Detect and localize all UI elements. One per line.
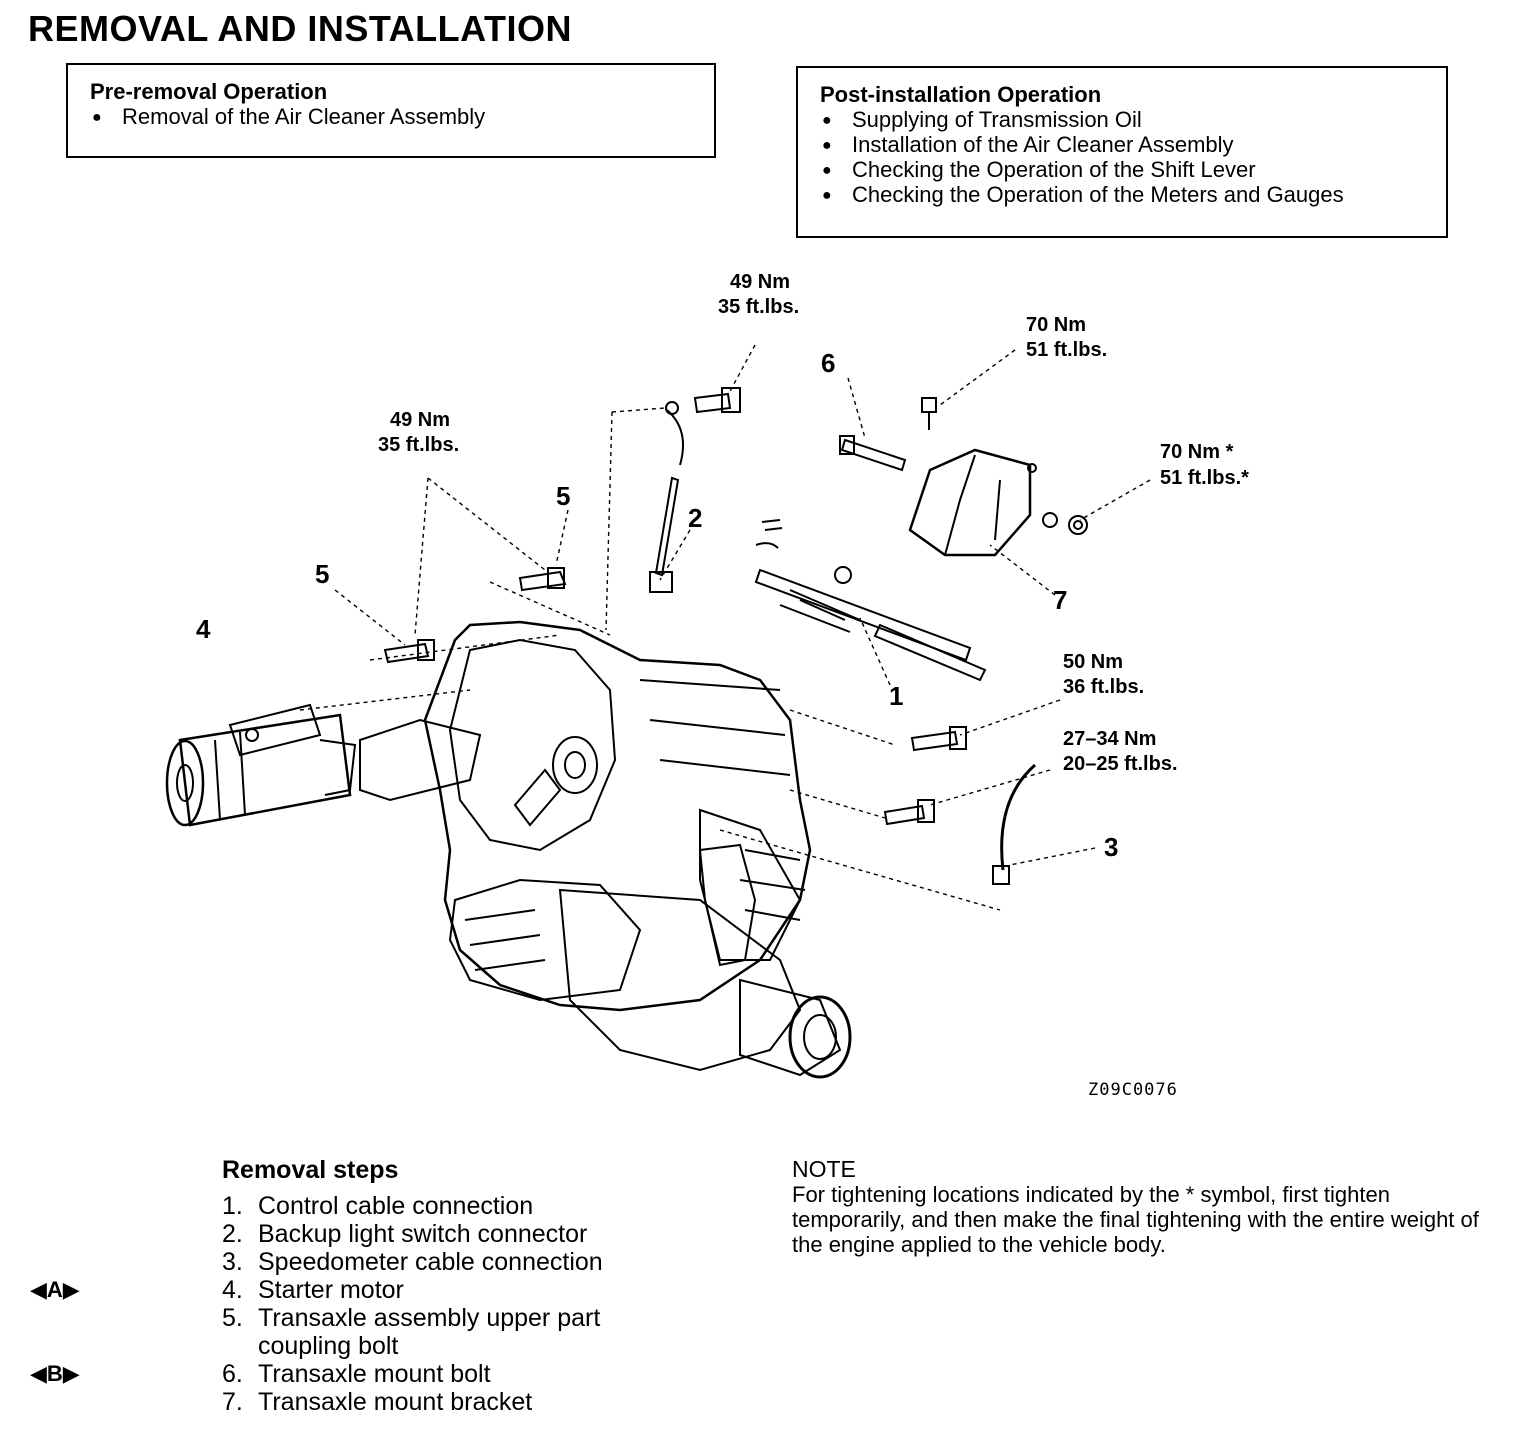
post-installation-item: Installation of the Air Cleaner Assembly <box>820 132 1424 158</box>
removal-steps: Removal steps 1. Control cable connection… <box>222 1154 668 1416</box>
step-text: Transaxle assembly upper part coupling b… <box>258 1304 601 1360</box>
step-item: 3. Speedometer cable connection <box>222 1248 668 1276</box>
torque-nm: 49 Nm <box>730 271 790 293</box>
step-number: 1. <box>222 1192 243 1220</box>
post-installation-box: Post-installation Operation Supplying of… <box>796 66 1448 238</box>
step-item: 4. Starter motor <box>222 1276 668 1304</box>
callout-5a: 5 <box>556 481 570 511</box>
callout-2: 2 <box>688 503 702 533</box>
step-item: 6. Transaxle mount bolt <box>222 1360 668 1388</box>
post-installation-item: Supplying of Transmission Oil <box>820 107 1424 133</box>
transaxle-diagram: 1 2 3 4 5 5 6 7 49 Nm 35 ft.lbs. 49 Nm 3… <box>165 271 1249 1079</box>
post-installation-title: Post-installation Operation <box>820 82 1102 107</box>
note-block: NOTE For tightening locations indicated … <box>792 1156 1492 1258</box>
torque-nm: 27–34 Nm <box>1063 728 1156 750</box>
torque-ft: 51 ft.lbs.* <box>1160 467 1249 489</box>
pre-removal-item: Removal of the Air Cleaner Assembly <box>90 104 692 130</box>
step-text: Transaxle mount bolt <box>258 1360 491 1388</box>
step-text: Starter motor <box>258 1276 404 1304</box>
removal-steps-title: Removal steps <box>222 1156 399 1184</box>
page-title: REMOVAL AND INSTALLATION <box>28 8 572 49</box>
pre-removal-box: Pre-removal Operation Removal of the Air… <box>66 63 716 158</box>
post-installation-item: Checking the Operation of the Meters and… <box>820 182 1424 208</box>
torque-ft: 36 ft.lbs. <box>1063 676 1144 698</box>
step-number: 7. <box>222 1388 243 1416</box>
torque-nm: 70 Nm * <box>1160 441 1234 463</box>
step-item: 5. Transaxle assembly upper part coupling… <box>222 1304 668 1360</box>
torque-ft: 35 ft.lbs. <box>378 434 459 456</box>
step-text: Speedometer cable connection <box>258 1248 603 1276</box>
torque-ft: 20–25 ft.lbs. <box>1063 753 1178 775</box>
step-number: 3. <box>222 1248 243 1276</box>
torque-nm: 70 Nm <box>1026 314 1086 336</box>
marker-b-icon: ◀B▶ <box>30 1361 80 1386</box>
pre-removal-title: Pre-removal Operation <box>90 79 328 104</box>
step-item: 7. Transaxle mount bracket <box>222 1388 668 1416</box>
step-text: Backup light switch connector <box>258 1220 588 1248</box>
figure-code: Z09C0076 <box>1088 1080 1178 1100</box>
marker-a-icon: ◀A▶ <box>30 1277 80 1302</box>
step-item: 1. Control cable connection <box>222 1192 668 1220</box>
step-text: Transaxle mount bracket <box>258 1388 533 1416</box>
note-title: NOTE <box>792 1156 856 1182</box>
step-number: 6. <box>222 1360 243 1388</box>
torque-ft: 35 ft.lbs. <box>718 296 799 318</box>
callout-1: 1 <box>889 681 903 711</box>
post-installation-item: Checking the Operation of the Shift Leve… <box>820 157 1424 183</box>
callout-5b: 5 <box>315 559 329 589</box>
callout-7: 7 <box>1053 585 1067 615</box>
note-text: For tightening locations indicated by th… <box>792 1182 1479 1257</box>
torque-nm: 49 Nm <box>390 409 450 431</box>
step-number: 4. <box>222 1276 243 1304</box>
torque-nm: 50 Nm <box>1063 651 1123 673</box>
step-number: 2. <box>222 1220 243 1248</box>
callout-3: 3 <box>1104 832 1118 862</box>
callout-4: 4 <box>196 614 211 644</box>
callout-6: 6 <box>821 348 835 378</box>
torque-ft: 51 ft.lbs. <box>1026 339 1107 361</box>
step-item: 2. Backup light switch connector <box>222 1220 668 1248</box>
step-number: 5. <box>222 1304 243 1332</box>
step-text: Control cable connection <box>258 1192 534 1220</box>
